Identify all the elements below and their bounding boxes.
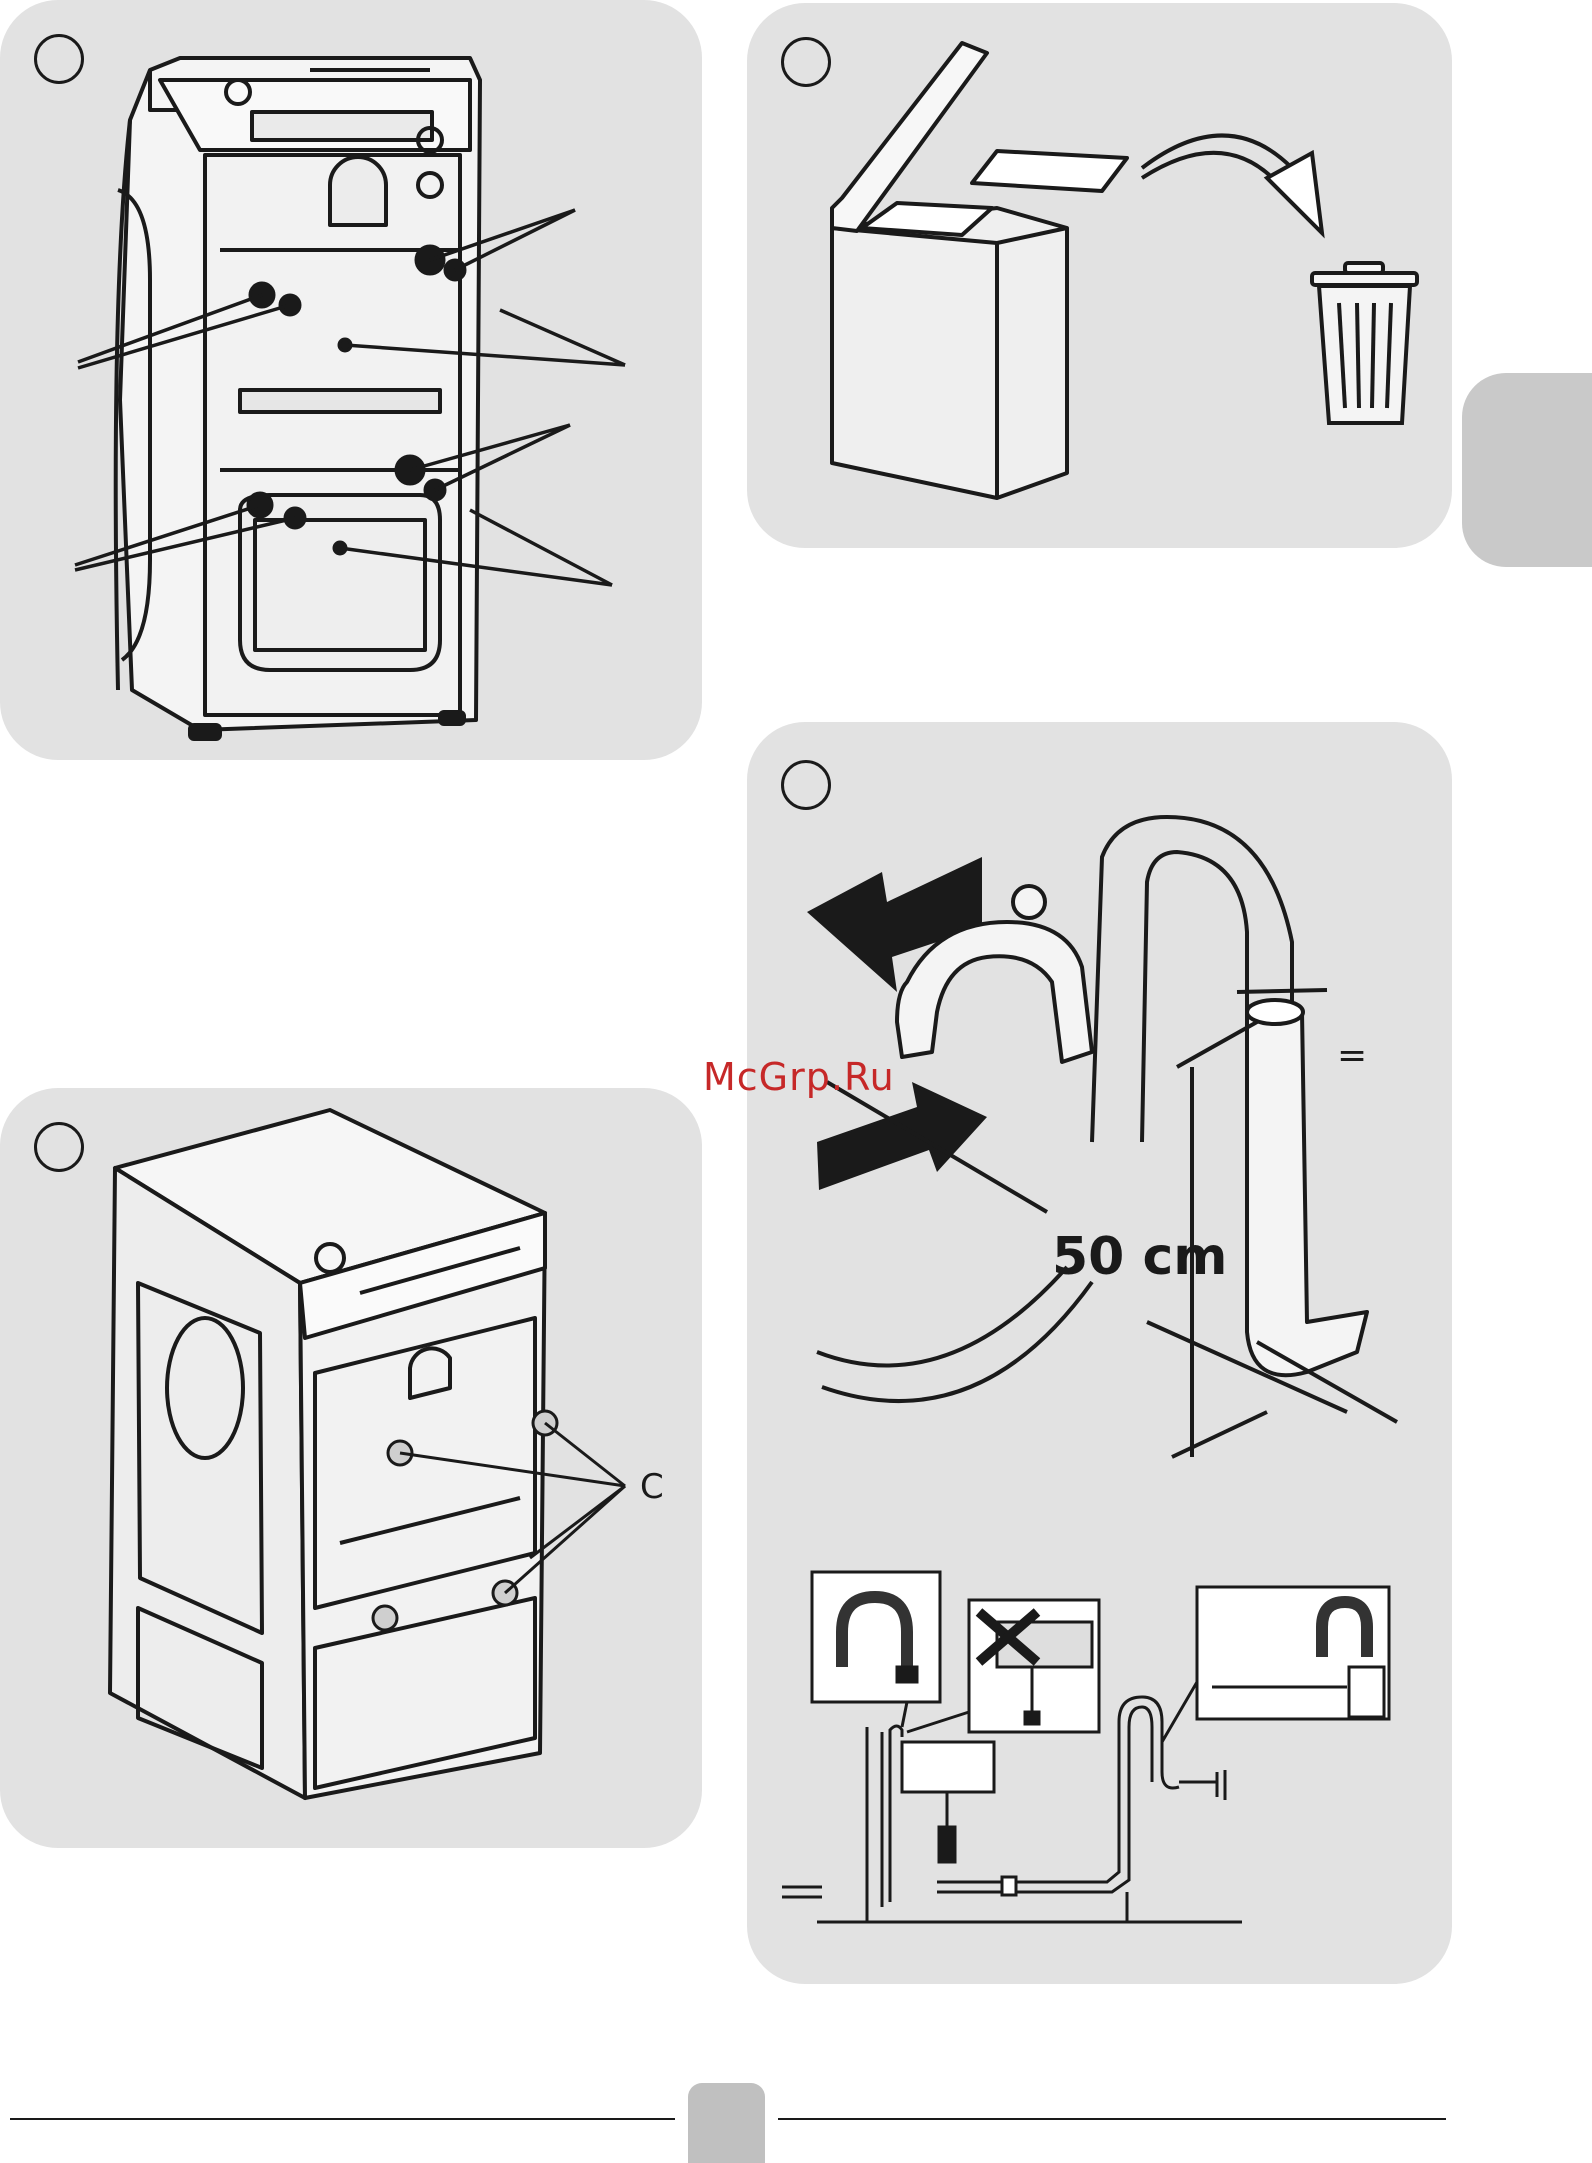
drain-hose-illustration: 50 cm = bbox=[747, 722, 1452, 1984]
footer-line-left bbox=[10, 2118, 675, 2120]
panel-plug-covers: C bbox=[0, 1088, 702, 1848]
trash-bin-icon bbox=[1312, 263, 1417, 423]
callout-label-c: C bbox=[640, 1467, 664, 1507]
transit-bolts-illustration bbox=[0, 0, 702, 760]
curved-arrow-icon bbox=[1142, 136, 1322, 234]
height-label: 50 cm bbox=[1052, 1227, 1227, 1287]
page-number-tab bbox=[688, 2083, 765, 2163]
panel-drain-hose: 50 cm = bbox=[747, 722, 1452, 1984]
watermark: McGrp.Ru bbox=[703, 1055, 895, 1099]
packaging-illustration bbox=[747, 3, 1452, 548]
side-tab bbox=[1462, 373, 1592, 567]
footer-line-right bbox=[778, 2118, 1446, 2120]
panel-remove-packaging bbox=[747, 3, 1452, 548]
panel-transit-bolts bbox=[0, 0, 702, 760]
equal-mark: = bbox=[1337, 1035, 1367, 1076]
plug-covers-illustration: C bbox=[0, 1088, 702, 1848]
